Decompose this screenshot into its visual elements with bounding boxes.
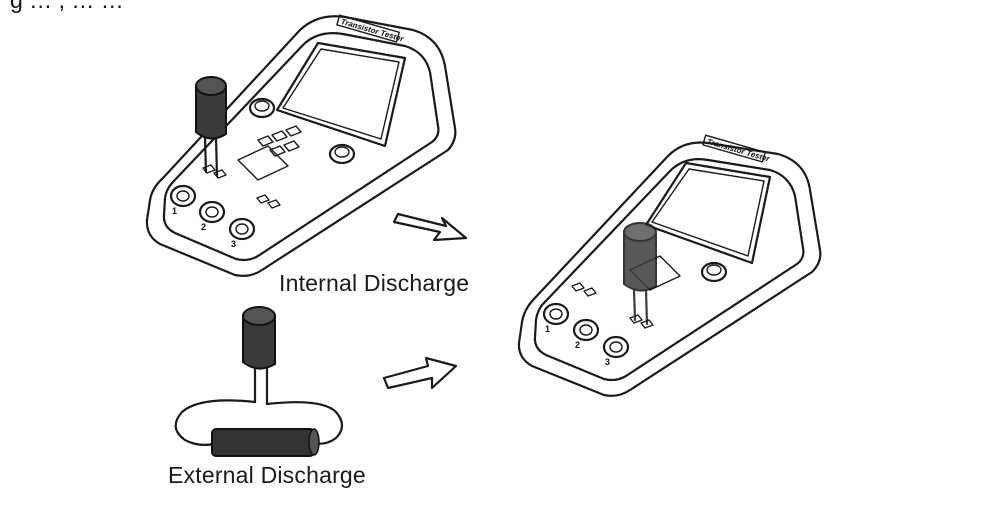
cropped-top-caption: g … , … … [10, 0, 124, 13]
tester-device-right: Transistor Tester 1 2 3 [517, 134, 822, 397]
svg-text:1: 1 [545, 324, 550, 334]
terminals-right: 1 2 3 [542, 302, 630, 367]
internal-discharge-label: Internal Discharge [279, 270, 470, 296]
resistor-icon [211, 428, 320, 457]
arrow-right-icon [382, 356, 458, 390]
svg-text:2: 2 [575, 340, 580, 350]
svg-text:1: 1 [172, 206, 177, 216]
tester-device-left: Transistor Tester 1 2 3 [145, 14, 457, 277]
svg-text:3: 3 [231, 239, 236, 249]
capacitor-icon [242, 306, 276, 370]
arrow-right-icon [392, 212, 468, 242]
capacitor-icon [195, 76, 227, 178]
terminals-left: 1 2 3 [169, 184, 256, 249]
svg-text:2: 2 [201, 222, 206, 232]
external-discharge-label: External Discharge [168, 462, 366, 488]
capacitor-icon [623, 222, 657, 326]
svg-text:3: 3 [605, 357, 610, 367]
external-discharge-setup [174, 306, 344, 457]
